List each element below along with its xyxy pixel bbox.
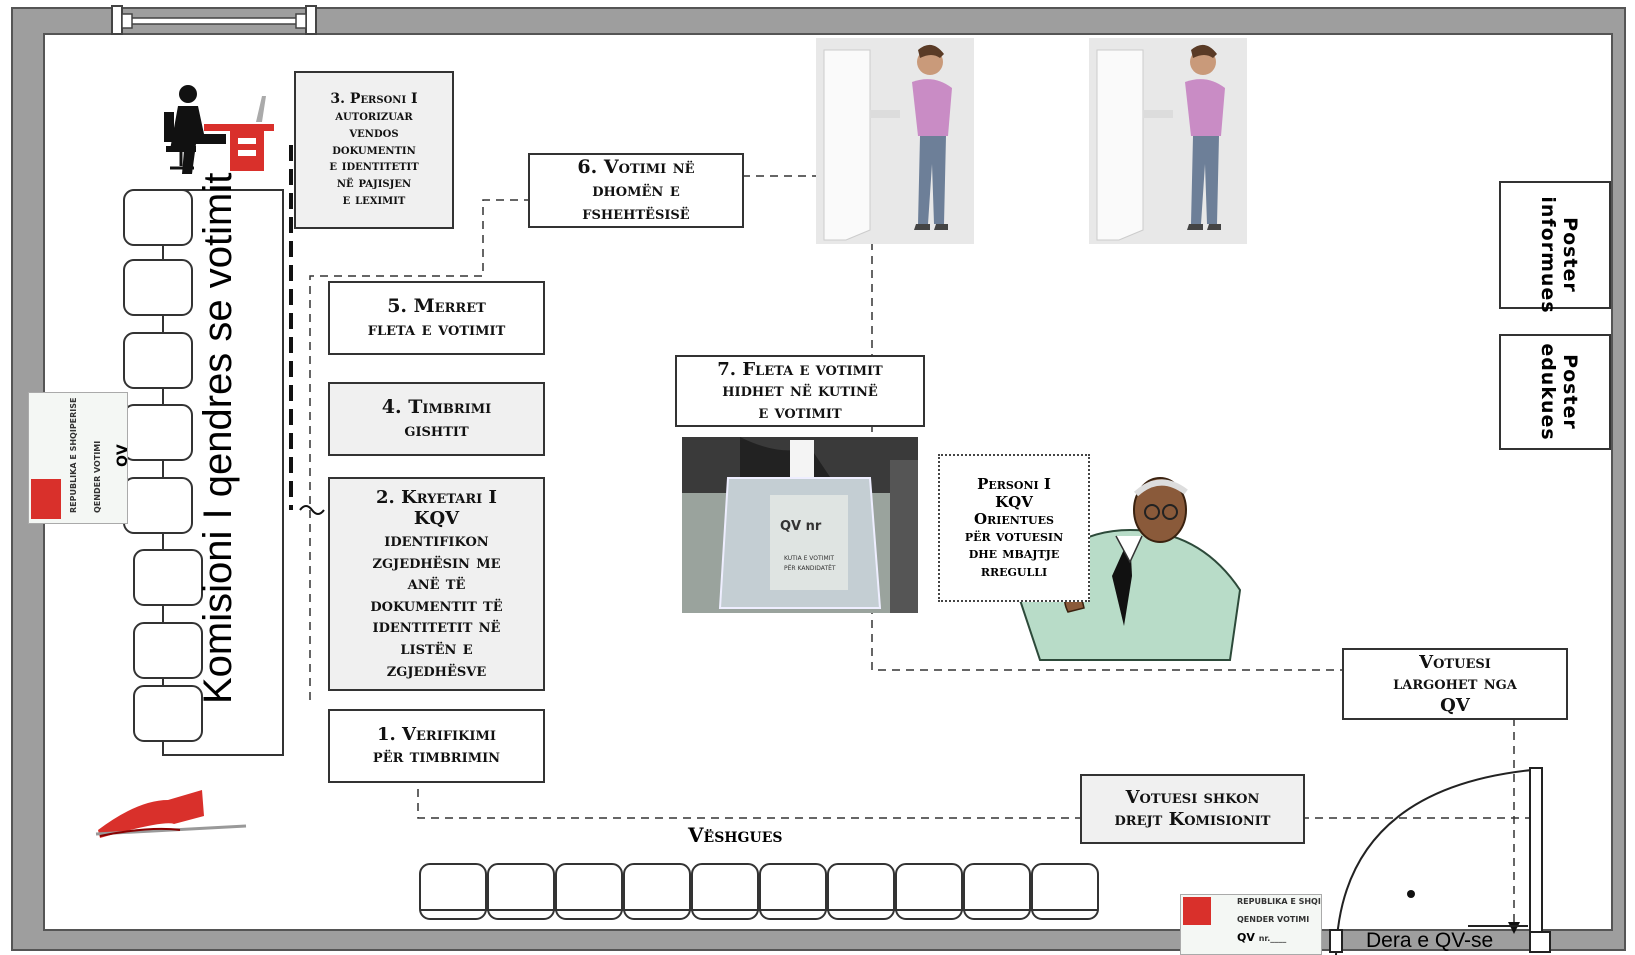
polling-center-card-icon: REPUBLIKA E SHQIPERISE QENDER VOTIMI QV …: [1180, 894, 1322, 955]
step-4-box: 4. Timbrimi gishtit: [328, 382, 545, 456]
voter-leaves-box: Votuesi largohet nga QV: [1342, 648, 1568, 720]
window-icon: [111, 5, 317, 35]
card-nr-bottom: nr.____: [1258, 934, 1287, 943]
svg-text:KUTIA E VOTIMIT: KUTIA E VOTIMIT: [784, 555, 834, 562]
seated-person-at-desk-icon: [164, 85, 274, 174]
card-qv: QV: [115, 444, 128, 467]
orienting-person-note: Personi I KQV Orientues për votuesin dhe…: [938, 454, 1090, 602]
polling-center-card-icon: REPUBLIKA E SHQIPERISE QENDER VOTIMI QV …: [28, 392, 128, 524]
step-1-label: 1. Verifikimi për timbrimin: [372, 724, 501, 767]
path-along-table: [309, 199, 530, 700]
step-5-label: 5. Merret fleta e votimit: [367, 295, 506, 340]
step-7-label: 7. Fleta e votimit hidhet në kutinë e vo…: [717, 358, 883, 423]
observer-chairs: [419, 863, 1099, 920]
red-stamp-icon: [95, 790, 247, 838]
step-1-box: 1. Verifikimi për timbrimin: [328, 709, 545, 783]
voter-leaves-label: Votuesi largohet nga QV: [1393, 651, 1517, 716]
path-to-booth: [742, 175, 1342, 671]
poster-info-box: [1499, 181, 1611, 309]
poster-info-label: Poster informues: [1537, 196, 1581, 314]
path-entry: [1303, 817, 1541, 881]
poster-edu-box: [1499, 334, 1611, 450]
step-2-label: 2. Kryetari I KQV identifikon zgjedhësin…: [370, 486, 503, 681]
voting-booth-person-icon: [816, 38, 974, 244]
svg-text:QV nr: QV nr: [780, 519, 822, 534]
card-country-bottom: REPUBLIKA E SHQIPERISE: [1237, 897, 1321, 906]
commission-label: Komisioni I qendres se votimit: [196, 172, 240, 704]
door: [1329, 767, 1551, 955]
commission-chairs: [123, 189, 203, 742]
voter-goes-box: Votuesi shkon drejt Komisionit: [1080, 774, 1305, 844]
step-6-box: 6. Votimi në dhomën e fshehtësisë: [528, 153, 744, 228]
path-to-commission: [417, 780, 1083, 819]
svg-text:PËR KANDIDATËT: PËR KANDIDATËT: [784, 565, 836, 572]
ballot-box-photo: QV nr KUTIA E VOTIMIT PËR KANDIDATËT: [682, 437, 918, 613]
step-7-box: 7. Fleta e votimit hidhet në kutinë e vo…: [675, 355, 925, 427]
card-qv-bottom: QV: [1237, 931, 1255, 944]
voting-booth-person-icon: [1089, 38, 1247, 244]
card-center: QENDER VOTIMI: [93, 440, 102, 513]
card-center-bottom: QENDER VOTIMI: [1237, 915, 1310, 924]
card-country: REPUBLIKA E SHQIPERISE: [69, 397, 78, 513]
step-2-box: 2. Kryetari I KQV identifikon zgjedhësin…: [328, 477, 545, 691]
step-5-box: 5. Merret fleta e votimit: [328, 281, 545, 355]
step-3-box: 3. Personi I autorizuar vendos dokumenti…: [294, 71, 454, 229]
observers-label: Vëshgues: [688, 823, 783, 847]
step-6-label: 6. Votimi në dhomën e fshehtësisë: [577, 156, 695, 224]
voter-goes-label: Votuesi shkon drejt Komisionit: [1114, 787, 1271, 830]
step-3-label: 3. Personi I autorizuar vendos dokumenti…: [329, 91, 419, 208]
step-4-label: 4. Timbrimi gishtit: [381, 396, 492, 441]
poster-edu-label: Poster edukues: [1537, 343, 1581, 441]
door-label: Dera e QV-se: [1366, 929, 1494, 952]
